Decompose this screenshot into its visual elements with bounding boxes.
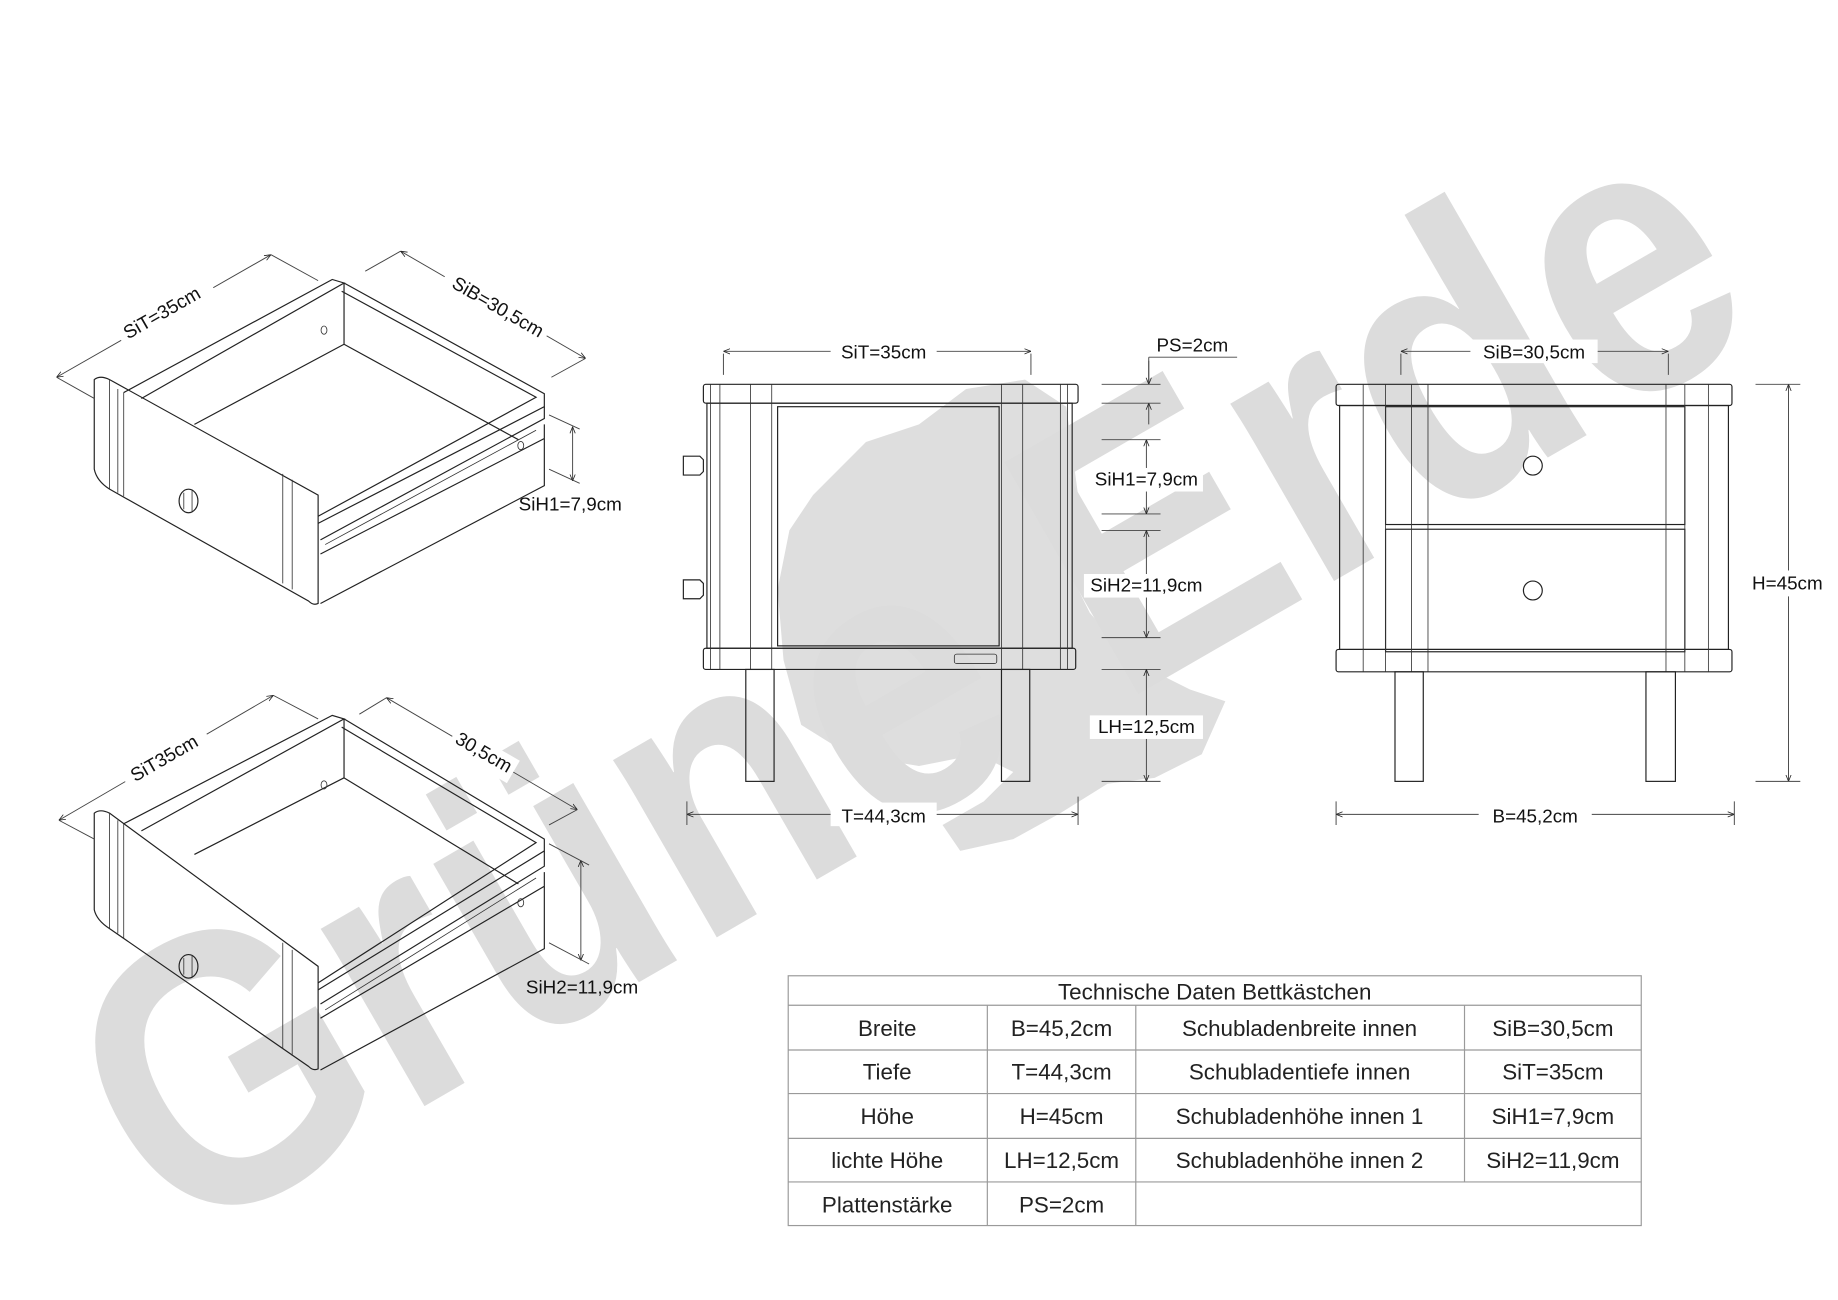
side-inner-depth-label: SiT=35cm — [841, 341, 926, 362]
table-title: Technische Daten Bettkästchen — [1058, 979, 1371, 1004]
table-cell: Höhe — [860, 1104, 914, 1129]
total-width-label: B=45,2cm — [1493, 806, 1578, 827]
brand-logo — [953, 653, 998, 664]
table-cell: Schubladenhöhe innen 2 — [1176, 1148, 1424, 1173]
table-cell: Schubladenhöhe innen 1 — [1176, 1104, 1424, 1129]
table-row: lichte Höhe LH=12,5cm Schubladenhöhe inn… — [831, 1148, 1619, 1173]
side-drawer2-height-label: SiH2=11,9cm — [1090, 575, 1202, 596]
side-drawer1-height-label: SiH1=7,9cm — [1095, 469, 1198, 490]
table-cell: Schubladentiefe innen — [1189, 1059, 1410, 1084]
drawer-bottom-height-label: SiH2=11,9cm — [526, 976, 638, 997]
table-cell: SiH1=7,9cm — [1492, 1104, 1615, 1129]
drawer-top-width-label: SiB=30,5cm — [449, 272, 548, 341]
front-inner-width-label: SiB=30,5cm — [1483, 341, 1585, 362]
table-cell: H=45cm — [1020, 1104, 1104, 1129]
front-view: SiB=30,5cm H=45cm B=45,2cm — [1335, 339, 1834, 827]
leg-height-label: LH=12,5cm — [1098, 716, 1195, 737]
table-row: Höhe H=45cm Schubladenhöhe innen 1 SiH1=… — [860, 1104, 1614, 1129]
table-cell: Schubladenbreite innen — [1182, 1016, 1417, 1041]
panel-thickness-label: PS=2cm — [1156, 334, 1228, 355]
table-row: Plattenstärke PS=2cm — [822, 1193, 1104, 1218]
total-height-label: H=45cm — [1752, 572, 1823, 593]
table-cell: SiB=30,5cm — [1492, 1016, 1613, 1041]
table-row: Breite B=45,2cm Schubladenbreite innen S… — [858, 1016, 1614, 1041]
table-cell: Plattenstärke — [822, 1193, 953, 1218]
drawer-top-isometric: SiT=35cm SiB=30,5cm SiH1=7,9cm — [57, 251, 622, 605]
drawer-top-depth-label: SiT=35cm — [119, 282, 203, 343]
table-cell: SiH2=11,9cm — [1486, 1148, 1619, 1173]
table-cell: Breite — [858, 1016, 916, 1041]
table-cell: PS=2cm — [1019, 1193, 1104, 1218]
knob-icon — [682, 455, 704, 600]
table-row: Tiefe T=44,3cm Schubladentiefe innen SiT… — [863, 1059, 1604, 1084]
drawer-top-height-label: SiH1=7,9cm — [519, 493, 622, 514]
table-cell: SiT=35cm — [1502, 1059, 1603, 1084]
table-cell: LH=12,5cm — [1004, 1148, 1119, 1173]
spec-table: Technische Daten Bettkästchen Breite B=4… — [787, 975, 1642, 1227]
knob-icon — [1522, 580, 1543, 601]
table-cell: T=44,3cm — [1012, 1059, 1112, 1084]
table-cell: lichte Höhe — [831, 1148, 943, 1173]
knob-icon — [178, 488, 199, 514]
table-cell: Tiefe — [863, 1059, 912, 1084]
table-cell: B=45,2cm — [1011, 1016, 1112, 1041]
total-depth-label: T=44,3cm — [841, 806, 925, 827]
knob-icon — [1522, 455, 1543, 476]
knob-icon — [178, 953, 199, 979]
side-view: SiT=35cm PS=2cm SiH1=7,9cm SiH2=11,9cm L… — [682, 334, 1238, 827]
drawer-bottom-isometric: SiT35cm 30,5cm SiH2=11,9cm — [59, 695, 638, 1071]
